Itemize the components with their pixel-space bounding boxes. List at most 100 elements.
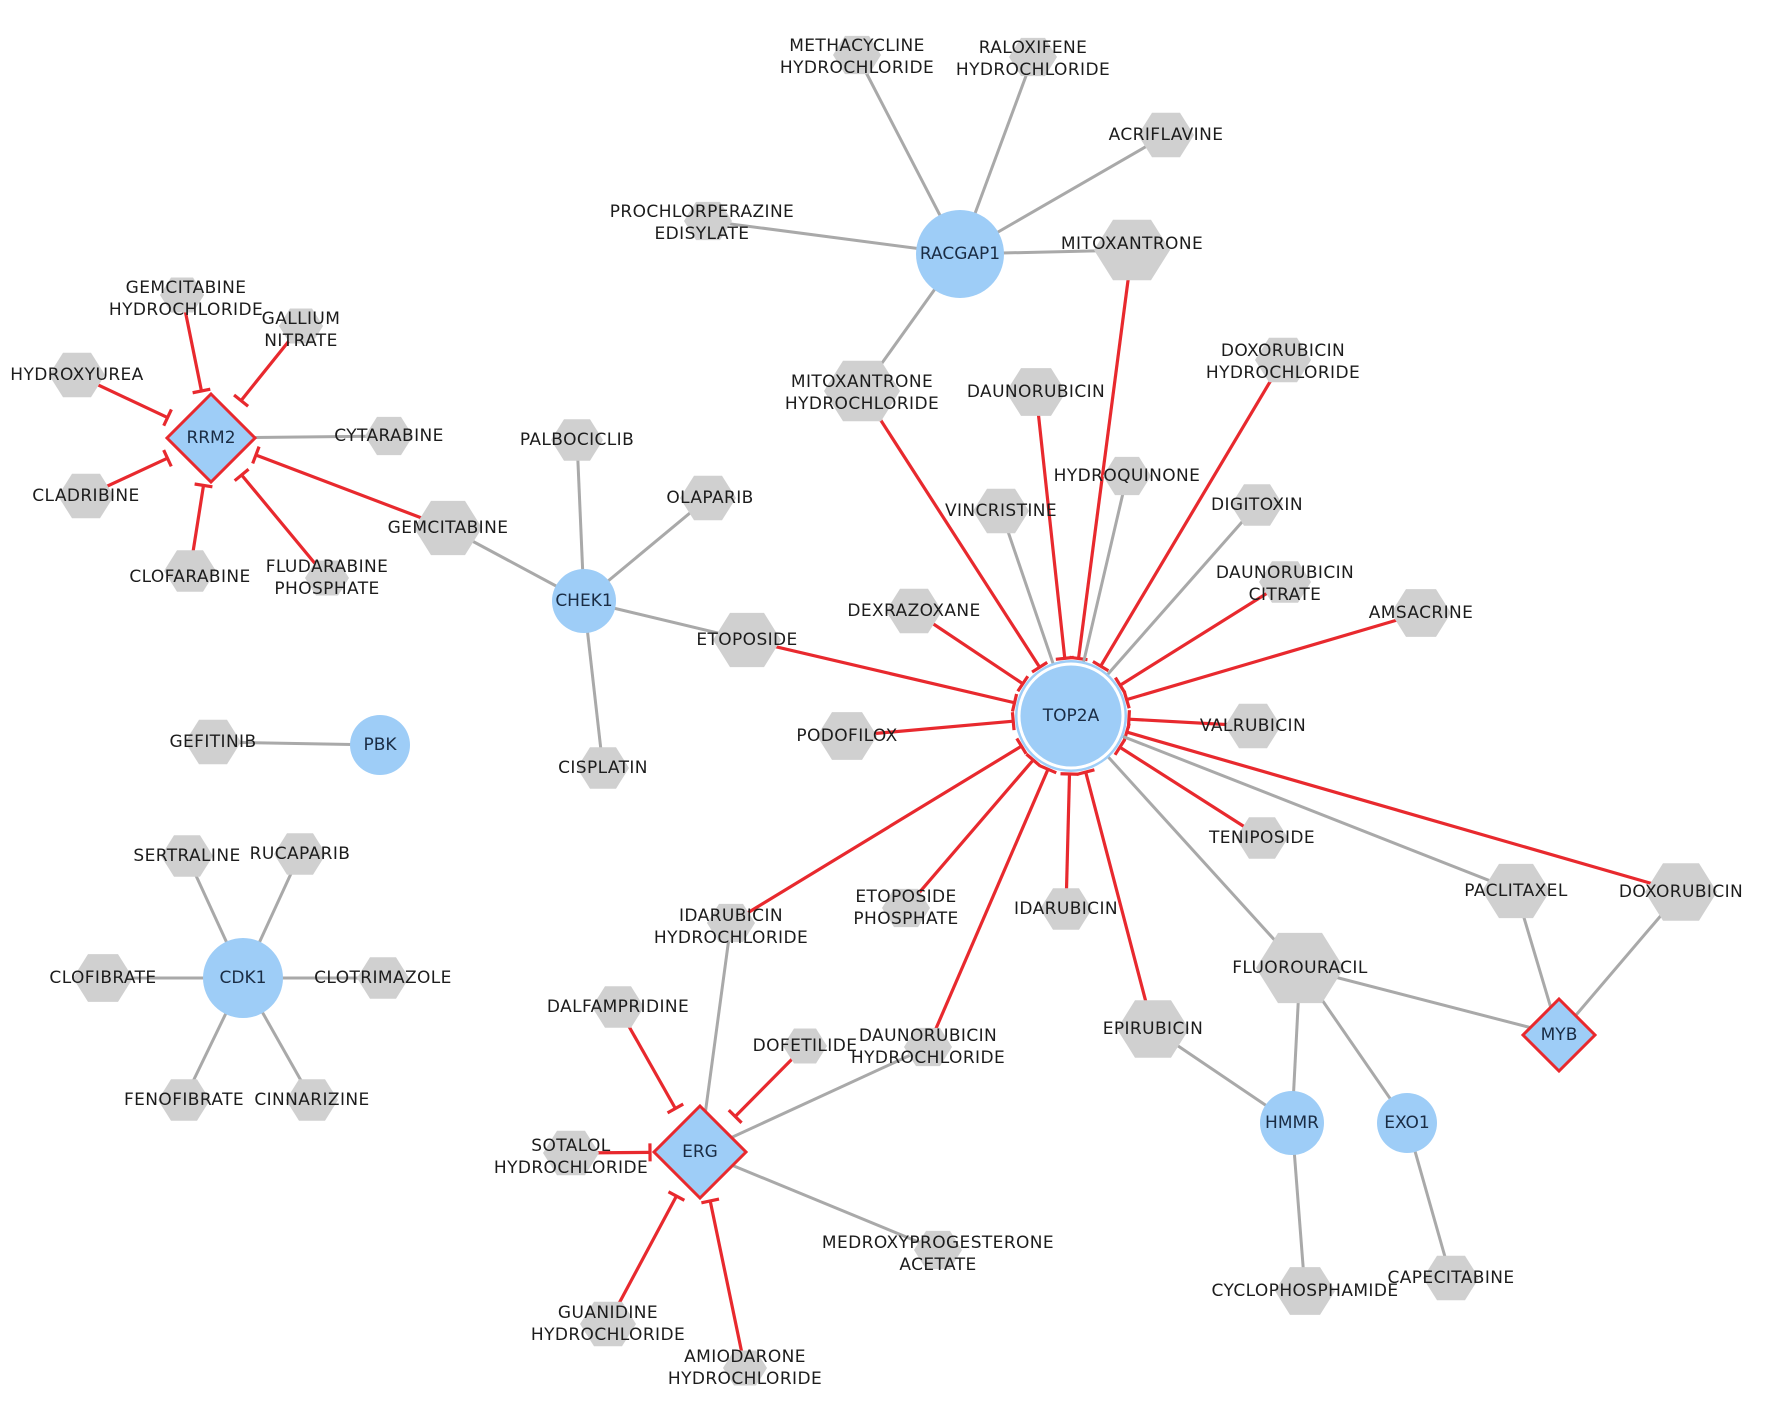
drug-node-teniposide[interactable]: [1236, 817, 1288, 859]
drug-node-daunorubicin-citrate[interactable]: [1259, 561, 1311, 603]
drug-node-palbociclib[interactable]: [551, 419, 603, 461]
inhibition-tbar-etoposide-top2a: [1010, 693, 1019, 712]
drug-node-clotrimazole[interactable]: [357, 957, 409, 999]
drug-node-valrubicin[interactable]: [1225, 703, 1281, 749]
drug-node-methacycline[interactable]: [833, 35, 881, 75]
drug-node-vincristine[interactable]: [973, 488, 1029, 534]
drug-node-hydroxyurea[interactable]: [49, 352, 105, 398]
drug-node-amiodarone[interactable]: [723, 1350, 767, 1386]
drug-node-paclitaxel[interactable]: [1482, 863, 1550, 919]
drug-label-line: PACLITAXEL: [1464, 881, 1568, 901]
drug-label-line: FLUOROURACIL: [1232, 958, 1368, 978]
drug-label-cytarabine: CYTARABINE: [334, 426, 444, 446]
gene-node-hmmr[interactable]: [1260, 1091, 1324, 1155]
drug-label-line: VALRUBICIN: [1200, 716, 1306, 736]
drug-node-cyclophosphamide[interactable]: [1275, 1267, 1335, 1315]
drug-node-gallium[interactable]: [279, 308, 323, 344]
drug-node-etoposide[interactable]: [713, 612, 781, 668]
drug-node-prochlorperazine[interactable]: [684, 201, 732, 241]
drug-label-line: HYDROCHLORIDE: [1206, 363, 1360, 383]
drug-node-capecitabine[interactable]: [1423, 1255, 1479, 1301]
drug-node-hydroquinone[interactable]: [1103, 456, 1151, 496]
gene-node-cdk1[interactable]: [203, 938, 283, 1018]
drug-node-dexrazoxane[interactable]: [886, 588, 942, 634]
drug-label-line: HYDROCHLORIDE: [851, 1048, 1005, 1068]
drug-label-line: HYDROCHLORIDE: [668, 1369, 822, 1389]
drug-label-line: DAUNORUBICIN: [967, 382, 1105, 402]
gene-node-myb[interactable]: [1520, 996, 1598, 1074]
drug-label-line: PHOSPHATE: [274, 579, 379, 599]
interaction-edge-fluorouracil-top2a: [1069, 714, 1302, 970]
drug-node-sertraline[interactable]: [161, 835, 213, 877]
drug-label-teniposide: TENIPOSIDE: [1208, 828, 1315, 848]
drug-node-guanidine[interactable]: [580, 1301, 636, 1347]
gene-node-exo1[interactable]: [1377, 1093, 1437, 1153]
drug-node-olaparib[interactable]: [680, 475, 736, 521]
drug-node-cisplatin[interactable]: [577, 747, 629, 789]
drug-node-sotalol[interactable]: [543, 1130, 599, 1176]
drug-node-gemcitabine[interactable]: [414, 500, 482, 556]
drug-node-etoposide-phosphate[interactable]: [882, 888, 930, 928]
drug-node-cladribine[interactable]: [58, 473, 114, 519]
drug-node-raloxifene[interactable]: [1009, 37, 1057, 77]
inhibition-edge-amsacrine-top2a: [1126, 611, 1422, 702]
inhibition-tbar-gallium-rrm2: [233, 393, 250, 408]
drug-label-line: RALOXIFENE: [979, 38, 1088, 58]
drug-node-podofilox[interactable]: [817, 712, 877, 760]
drug-node-fludarabine[interactable]: [305, 560, 349, 596]
drug-node-amsacrine[interactable]: [1391, 589, 1451, 637]
drug-node-doxorubicin-hcl[interactable]: [1255, 337, 1311, 383]
drug-node-daunorubicin[interactable]: [1006, 368, 1066, 416]
drug-node-clofarabine[interactable]: [164, 550, 216, 592]
drug-label-line: CITRATE: [1249, 585, 1322, 605]
drug-label-line: MITOXANTRONE: [791, 372, 933, 392]
gene-node-chek1[interactable]: [552, 569, 616, 633]
drug-label-digitoxin: DIGITOXIN: [1211, 495, 1303, 515]
drug-node-fluorouracil[interactable]: [1256, 932, 1344, 1004]
drug-node-dofetilide[interactable]: [783, 1028, 827, 1064]
inhibition-tbar-daunorubicin-hcl-top2a: [1039, 764, 1057, 775]
inhibition-edge-fludarabine-rrm2: [240, 473, 329, 580]
gene-node-erg[interactable]: [651, 1103, 749, 1201]
drug-label-dalfampridine: DALFAMPRIDINE: [547, 997, 689, 1017]
drug-label-valrubicin: VALRUBICIN: [1200, 716, 1306, 736]
gene-label-racgap1: RACGAP1: [920, 244, 1000, 264]
drug-node-cinnarizine[interactable]: [286, 1079, 338, 1121]
drug-node-mitoxantrone[interactable]: [1094, 219, 1170, 281]
drug-node-rucaparib[interactable]: [274, 833, 326, 875]
drug-label-line: HYDROCHLORIDE: [956, 60, 1110, 80]
inhibition-tbar-guanidine-erg: [667, 1190, 686, 1202]
inhibition-tbar-mitoxantrone-hcl-top2a: [1031, 661, 1049, 674]
drug-node-gefitinib[interactable]: [185, 719, 241, 765]
drug-label-line: AMSACRINE: [1369, 603, 1474, 623]
drug-node-dalfampridine[interactable]: [592, 986, 644, 1028]
drug-node-doxorubicin[interactable]: [1645, 863, 1717, 921]
drug-label-sertraline: SERTRALINE: [133, 846, 240, 866]
drug-node-gemcitabine-hcl[interactable]: [160, 277, 204, 313]
drug-label-clofibrate: CLOFIBRATE: [49, 968, 156, 988]
gene-label-myb: MYB: [1541, 1025, 1578, 1045]
drug-node-acriflavine[interactable]: [1138, 112, 1194, 158]
interaction-edge-fluorouracil-myb: [1299, 966, 1560, 1037]
gene-label-hmmr: HMMR: [1265, 1113, 1319, 1133]
gene-node-top2a[interactable]: [1015, 660, 1127, 772]
drug-label-line: CLADRIBINE: [32, 486, 139, 506]
gene-node-rrm2[interactable]: [164, 391, 258, 485]
drug-node-idarubicin-hcl[interactable]: [707, 903, 755, 943]
drug-node-fenofibrate[interactable]: [158, 1079, 210, 1121]
drug-label-line: GEMCITABINE: [388, 518, 509, 538]
drug-node-cytarabine[interactable]: [365, 416, 413, 456]
gene-node-racgap1[interactable]: [916, 210, 1004, 298]
drug-node-digitoxin[interactable]: [1231, 484, 1283, 526]
gene-node-pbk[interactable]: [350, 715, 410, 775]
inhibition-edge-mitoxantrone-top2a: [1076, 249, 1134, 659]
drug-label-line: MEDROXYPROGESTERONE: [822, 1233, 1054, 1253]
drug-node-daunorubicin-hcl[interactable]: [904, 1027, 952, 1067]
drug-node-epirubicin[interactable]: [1117, 1000, 1189, 1058]
drug-node-medroxyprogesterone[interactable]: [914, 1230, 962, 1270]
inhibition-edge-etoposide-phosphate-top2a: [904, 758, 1035, 910]
drug-node-mitoxantrone-hcl[interactable]: [824, 360, 900, 422]
drug-node-idarubicin[interactable]: [1040, 888, 1092, 930]
drug-node-clofibrate[interactable]: [73, 954, 133, 1002]
